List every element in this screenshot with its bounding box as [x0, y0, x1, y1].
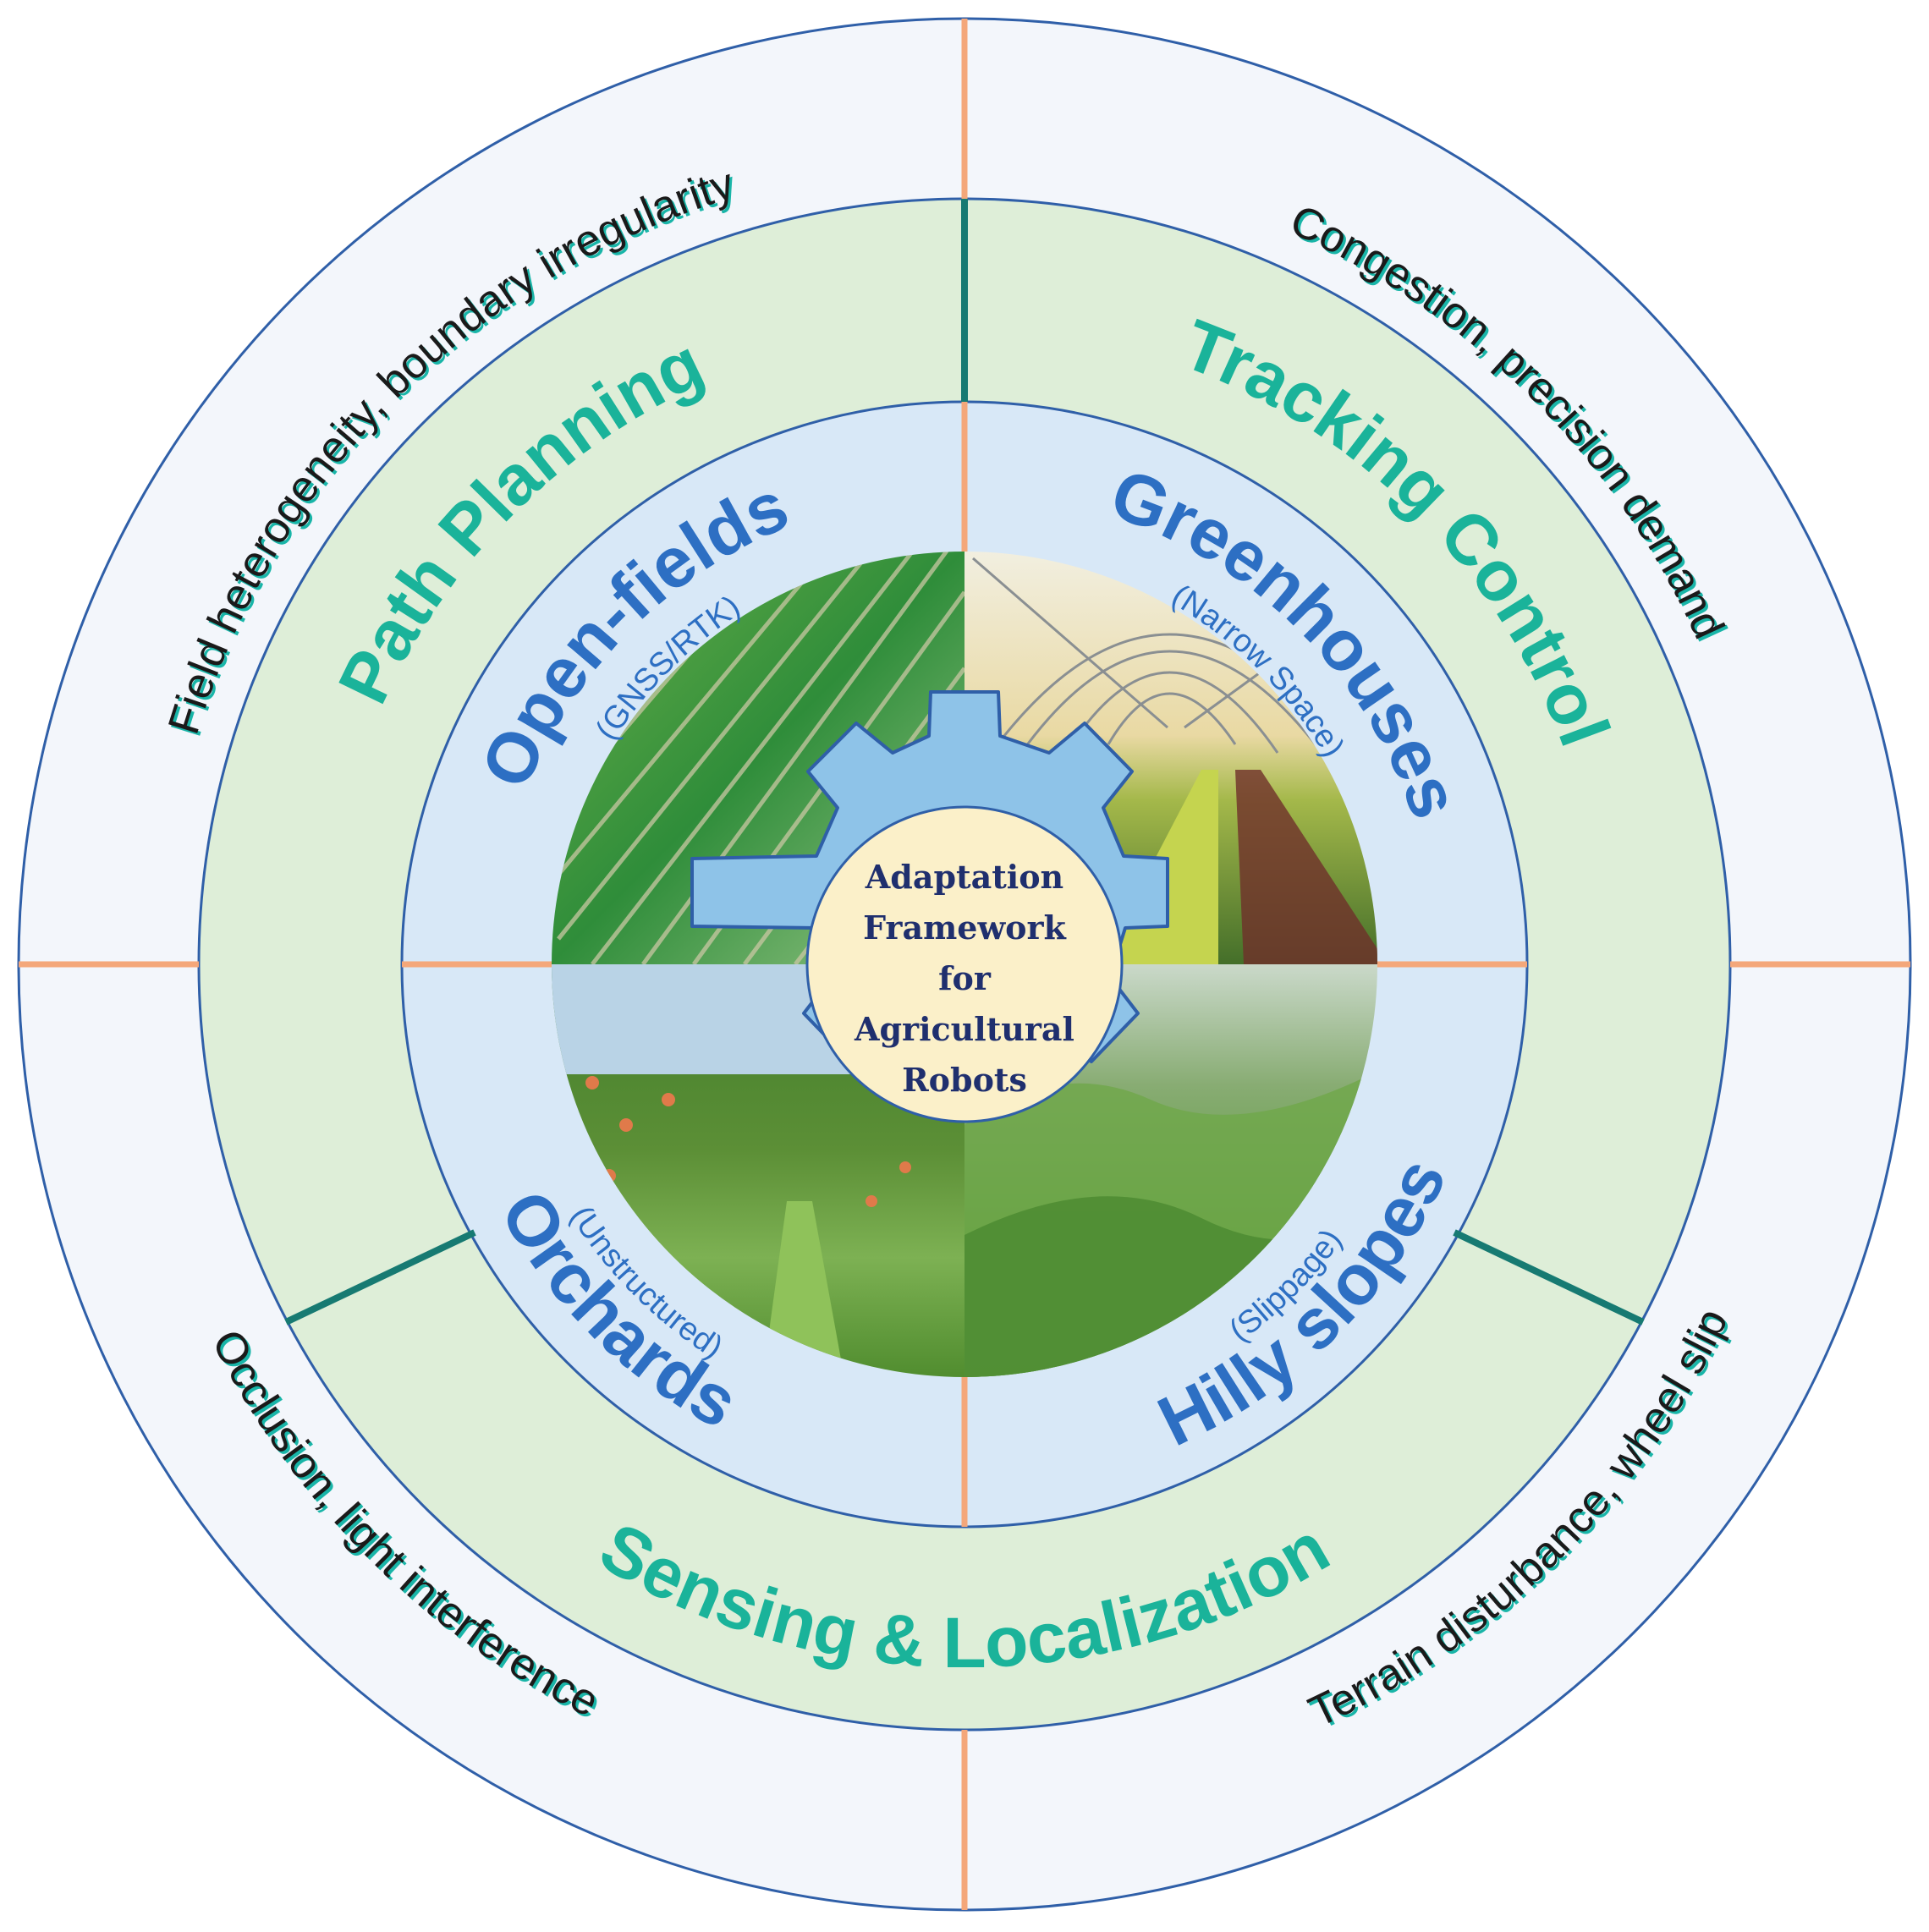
gear-icon [690, 690, 1169, 1123]
outer-ring-dividers [19, 19, 1910, 1910]
core-line-4: Agricultural [854, 1010, 1074, 1048]
core-line-3: for [938, 959, 992, 997]
core-line-1: Adaptation [865, 858, 1063, 896]
divider-method-bottom-left [284, 1229, 476, 1326]
divider-method-bottom-right [1453, 1229, 1645, 1326]
core-line-5: Robots [902, 1061, 1027, 1099]
core-title: Adaptation Framework for Agricultural Ro… [854, 858, 1074, 1099]
environment-ring-dividers [402, 402, 1527, 1527]
gear-core [805, 805, 1124, 1123]
core-line-2: Framework [863, 908, 1066, 947]
method-ring-dividers [284, 199, 1645, 1326]
